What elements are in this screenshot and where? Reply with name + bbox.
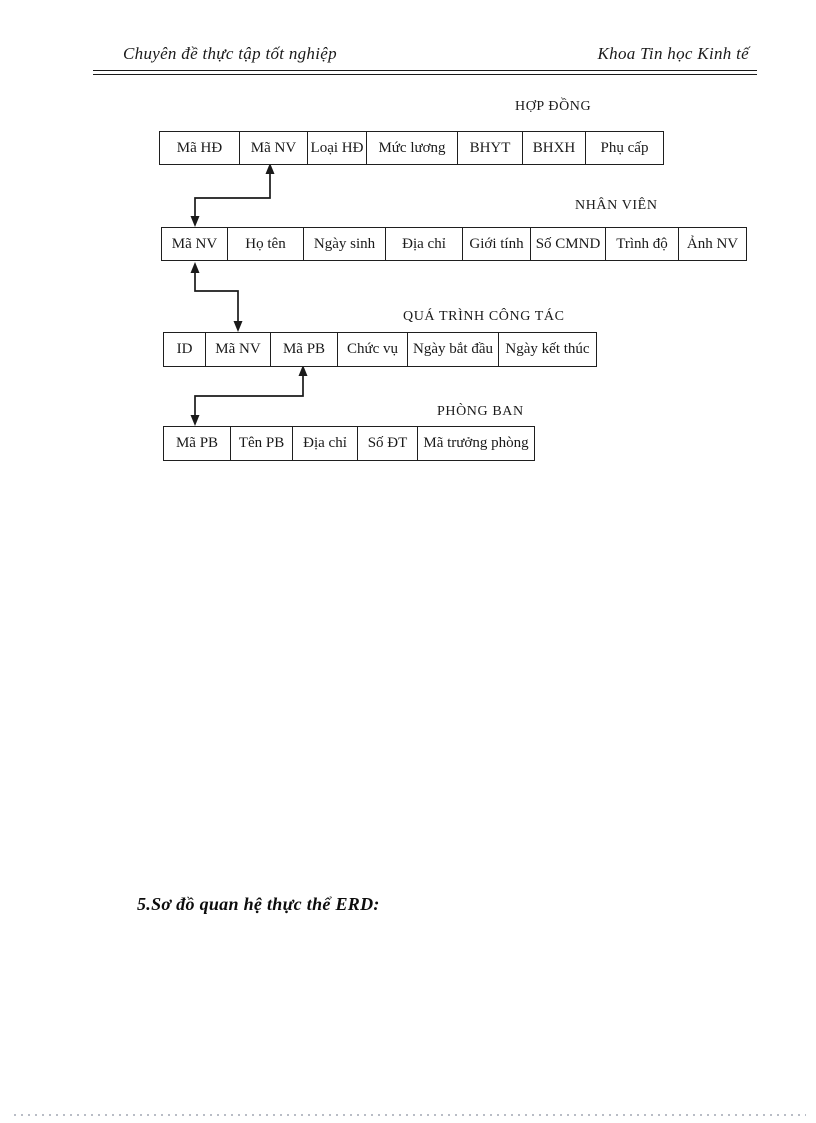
page-header: Chuyên đề thực tập tốt nghiệp Khoa Tin h… [95, 44, 755, 64]
field-cell: ID [164, 333, 206, 366]
field-cell: Mã NV [240, 132, 308, 164]
table-qua-trinh-cong-tac: ID Mã NV Mã PB Chức vụ Ngày bắt đầu Ngày… [163, 332, 597, 367]
field-cell: Họ tên [228, 228, 304, 260]
arrow-quatrinh-phongban [190, 365, 308, 426]
table-title-phong-ban: PHÒNG BAN [437, 404, 524, 419]
table-title-hop-dong: HỢP ĐỒNG [515, 99, 592, 114]
header-rule-top [93, 70, 757, 72]
field-cell: Mã HĐ [160, 132, 240, 164]
arrow-nhanvien-quatrinh [190, 262, 243, 332]
field-cell: Ngày kết thúc [505, 341, 590, 357]
field-cell: Trình độ [606, 228, 679, 260]
field-cell: Số ĐT [358, 427, 418, 460]
field-cell: Số CMND [531, 228, 606, 260]
field-cell: BHYT [458, 132, 523, 164]
section-heading: 5.Sơ đồ quan hệ thực thể ERD: [137, 894, 380, 914]
field-cell: Giới tính [463, 228, 531, 260]
table-title-qua-trinh-cong-tac: QUÁ TRÌNH CÔNG TÁC [403, 309, 565, 324]
arrow-hopdong-nhanvien [190, 163, 275, 227]
field-cell: Mã trưởng phòng [423, 435, 529, 451]
field-cell: Chức vụ [338, 333, 408, 366]
header-left-title: Chuyên đề thực tập tốt nghiệp [123, 44, 337, 63]
field-cell: Loại HĐ [308, 132, 367, 164]
table-title-nhan-vien: NHÂN VIÊN [575, 198, 658, 213]
header-rule-bottom [93, 74, 757, 76]
field-cell: Địa chỉ [386, 228, 463, 260]
field-cell: Mã NV [206, 333, 271, 366]
field-cell: Mã NV [162, 228, 228, 260]
header-right-title: Khoa Tin học Kinh tế [597, 44, 749, 63]
table-phong-ban: Mã PB Tên PB Địa chỉ Số ĐT Mã trưởng phò… [163, 426, 535, 461]
field-cell: Mã PB [164, 427, 231, 460]
field-cell: Tên PB [231, 427, 293, 460]
field-cell: Ngày bắt đầu [408, 333, 499, 366]
table-hop-dong: Mã HĐ Mã NV Loại HĐ Mức lương BHYT BHXH … [159, 131, 664, 165]
field-cell: Ngày sinh [304, 228, 386, 260]
field-cell: Mã PB [271, 333, 338, 366]
table-nhan-vien: Mã NV Họ tên Ngày sinh Địa chỉ Giới tính… [161, 227, 747, 261]
field-cell: BHXH [523, 132, 586, 164]
bottom-dotted-rule [14, 1114, 806, 1116]
field-cell: Mức lương [367, 132, 458, 164]
field-cell: Phụ cấp [600, 139, 649, 156]
field-cell: Địa chỉ [293, 427, 358, 460]
field-cell: Ảnh NV [686, 235, 739, 252]
